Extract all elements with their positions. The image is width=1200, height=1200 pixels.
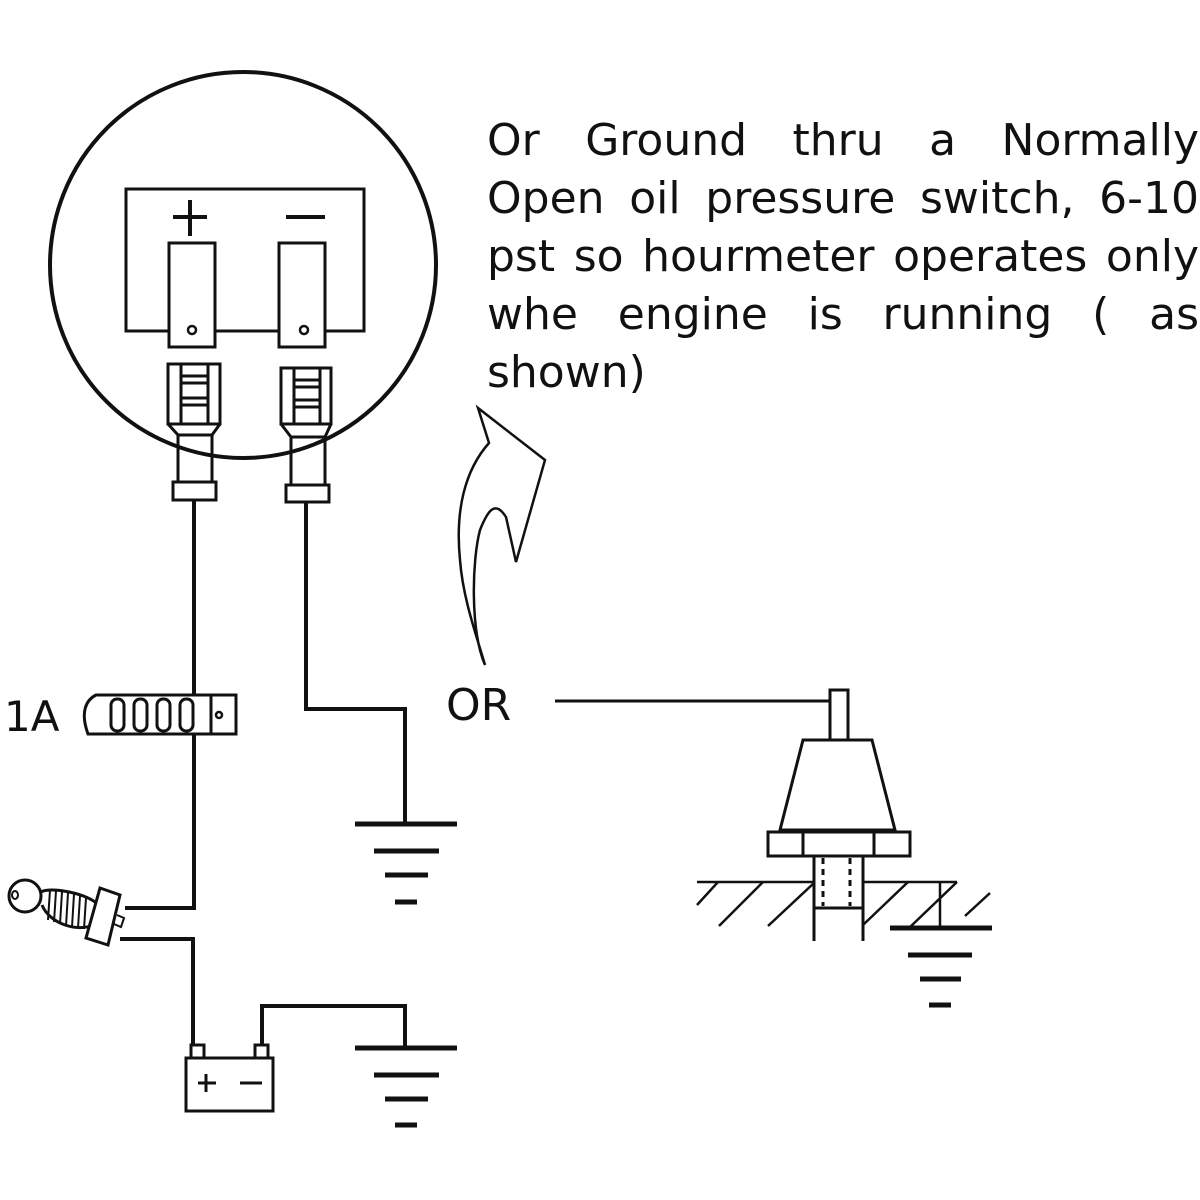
fuse-rating-label: 1A bbox=[4, 692, 60, 741]
ground-symbol-battery bbox=[355, 1045, 457, 1128]
battery-ground-wire bbox=[260, 1004, 407, 1048]
key-switch-to-battery-wire bbox=[120, 937, 195, 1050]
battery bbox=[184, 1043, 275, 1113]
battery-plus-icon bbox=[198, 1074, 216, 1092]
curved-arrow-icon bbox=[457, 404, 547, 666]
positive-wire bbox=[125, 500, 196, 910]
or-label: OR bbox=[446, 680, 512, 731]
ground-symbol-engine bbox=[890, 925, 992, 1008]
negative-wire bbox=[304, 502, 407, 824]
inline-fuse bbox=[82, 693, 238, 736]
negative-terminal bbox=[277, 241, 327, 349]
positive-terminal bbox=[167, 241, 217, 349]
positive-terminal-hole bbox=[186, 324, 198, 336]
terminal-block bbox=[124, 187, 366, 333]
oil-pressure-switch bbox=[766, 688, 912, 941]
ignition-key-switch bbox=[7, 878, 126, 947]
hourmeter-circle bbox=[48, 70, 438, 460]
ground-symbol-meter bbox=[355, 821, 457, 905]
engine-block-hatch bbox=[696, 880, 991, 929]
positive-spade-connector bbox=[166, 362, 222, 502]
plus-sign-icon bbox=[173, 200, 207, 236]
negative-terminal-hole bbox=[298, 324, 310, 336]
instruction-note: Or Ground thru a Normally Open oil press… bbox=[487, 115, 1199, 398]
hourmeter bbox=[48, 70, 438, 504]
negative-spade-connector bbox=[279, 366, 333, 504]
